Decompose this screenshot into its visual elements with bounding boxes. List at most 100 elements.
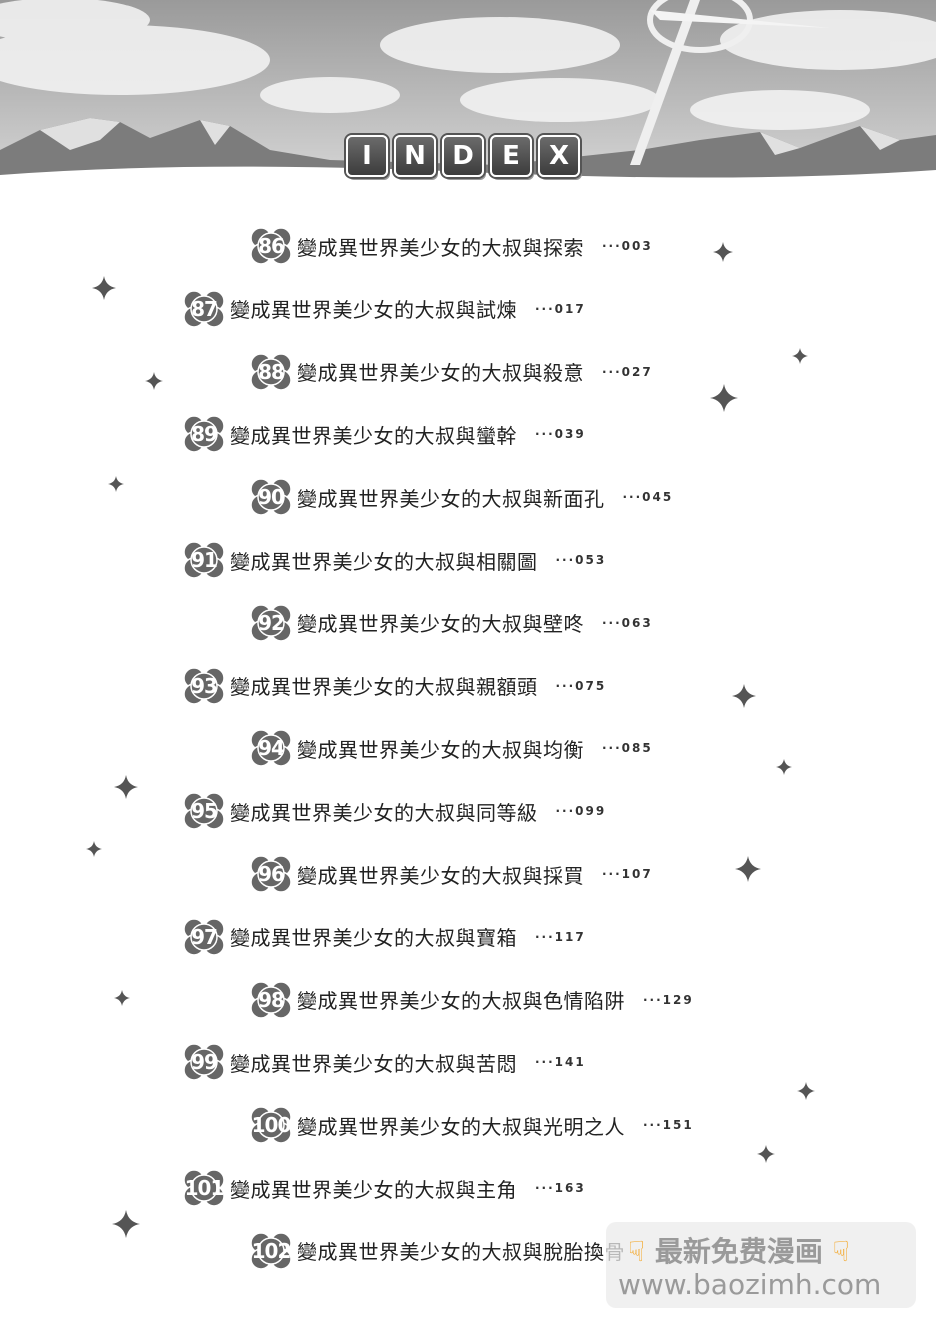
chapter-number: 88	[258, 359, 285, 384]
mountain-sky-banner	[0, 0, 936, 190]
chapter-title: 變成異世界美少女的大叔與親額頭	[230, 675, 538, 700]
chapter-page-number: ···099	[555, 804, 607, 819]
chapter-number-badge: 90	[249, 477, 293, 517]
chapter-number-badge: 92	[249, 603, 293, 643]
sparkle-icon	[145, 372, 163, 390]
watermark-line1: 最新免费漫画	[654, 1235, 823, 1268]
chapter-title: 變成異世界美少女的大叔與均衡	[297, 737, 584, 762]
chapter-number: 95	[191, 799, 218, 824]
chapter-title: 變成異世界美少女的大叔與脫胎換骨	[297, 1240, 625, 1265]
chapter-page-number: ···151	[643, 1118, 694, 1133]
chapter-title: 變成異世界美少女的大叔與蠻幹	[230, 423, 517, 448]
chapter-title: 變成異世界美少女的大叔與探索	[297, 235, 584, 260]
chapter-page-number: ···117	[535, 929, 586, 944]
toc-entry[interactable]: 98 變成異世界美少女的大叔與色情陷阱 ···129	[249, 980, 694, 1020]
chapter-number-badge: 102	[249, 1231, 293, 1271]
toc-entry[interactable]: 87 變成異世界美少女的大叔與試煉 ···017	[182, 289, 586, 329]
chapter-number-badge: 87	[182, 289, 226, 329]
sparkle-icon	[713, 242, 733, 262]
chapter-number: 94	[258, 736, 285, 761]
chapter-page-number: ···163	[535, 1181, 586, 1195]
chapter-title: 變成異世界美少女的大叔與採買	[297, 863, 584, 888]
sparkle-icon	[732, 684, 756, 708]
chapter-title: 變成異世界美少女的大叔與同等級	[230, 800, 538, 825]
chapter-page-number: ···053	[555, 553, 607, 567]
chapter-page-number: ···129	[643, 992, 694, 1007]
sparkle-icon	[114, 775, 138, 799]
chapter-page-number: ···039	[535, 427, 586, 442]
chapter-number-badge: 99	[182, 1042, 226, 1082]
chapter-number-badge: 93	[182, 666, 226, 706]
watermark: ☟ 最新免费漫画 ☟ www.baozimh.com	[606, 1222, 916, 1308]
watermark-line2: www.baozimh.com	[618, 1268, 882, 1301]
toc-entry[interactable]: 96 變成異世界美少女的大叔與採買 ···107	[249, 854, 653, 894]
chapter-number: 97	[191, 924, 218, 949]
toc-entry[interactable]: 99 變成異世界美少女的大叔與苦悶 ···141	[182, 1042, 586, 1082]
chapter-title: 變成異世界美少女的大叔與主角	[230, 1177, 517, 1202]
index-letter: N	[394, 135, 436, 177]
index-heading: I N D E X	[346, 135, 580, 177]
chapter-page-number: ···085	[602, 741, 653, 756]
chapter-number: 99	[191, 1050, 218, 1075]
chapter-number: 100	[251, 1113, 292, 1138]
chapter-title: 變成異世界美少女的大叔與色情陷阱	[297, 989, 625, 1014]
chapter-title: 變成異世界美少女的大叔與苦悶	[230, 1051, 517, 1076]
chapter-number: 92	[258, 610, 285, 635]
chapter-number: 102	[251, 1238, 292, 1263]
toc-entry[interactable]: 95 變成異世界美少女的大叔與同等級 ···099	[182, 791, 606, 831]
chapter-number: 98	[258, 987, 285, 1012]
sparkle-icon	[114, 990, 130, 1006]
chapter-number-badge: 95	[182, 791, 226, 831]
chapter-title: 變成異世界美少女的大叔與寶箱	[230, 926, 517, 951]
chapter-number: 90	[258, 485, 285, 510]
toc-entry[interactable]: 93 變成異世界美少女的大叔與親額頭 ···075	[182, 666, 606, 706]
chapter-number-badge: 100	[249, 1105, 293, 1145]
chapter-title: 變成異世界美少女的大叔與試煉	[230, 298, 517, 323]
chapter-number: 93	[191, 673, 218, 698]
chapter-page-number: ···027	[602, 364, 653, 379]
chapter-number-badge: 98	[249, 980, 293, 1020]
sparkle-icon	[92, 276, 116, 300]
chapter-title: 變成異世界美少女的大叔與相關圖	[230, 549, 538, 574]
chapter-number: 101	[184, 1176, 225, 1200]
sparkle-icon	[776, 759, 792, 775]
pointing-down-hand-icon: ☟	[832, 1235, 850, 1268]
toc-entry[interactable]: 92 變成異世界美少女的大叔與壁咚 ···063	[249, 603, 653, 643]
chapter-title: 變成異世界美少女的大叔與光明之人	[297, 1114, 625, 1139]
chapter-number-badge: 89	[182, 414, 226, 454]
index-letter: E	[490, 135, 532, 177]
index-letter: I	[346, 135, 388, 177]
sparkle-icon	[735, 856, 761, 882]
chapter-page-number: ···045	[622, 490, 674, 505]
chapter-number-badge: 96	[249, 854, 293, 894]
chapter-number-badge: 91	[182, 540, 226, 580]
chapter-page-number: ···141	[535, 1055, 586, 1070]
chapter-number: 91	[191, 548, 218, 572]
chapter-number-badge: 97	[182, 917, 226, 957]
chapter-title: 變成異世界美少女的大叔與新面孔	[297, 486, 605, 511]
toc-entry[interactable]: 90 變成異世界美少女的大叔與新面孔 ···045	[249, 477, 673, 517]
chapter-number: 96	[258, 862, 285, 886]
sparkle-icon	[757, 1145, 775, 1163]
chapter-page-number: ···107	[602, 867, 653, 881]
toc-entry[interactable]: 94 變成異世界美少女的大叔與均衡 ···085	[249, 728, 653, 768]
toc-entry[interactable]: 97 變成異世界美少女的大叔與寶箱 ···117	[182, 917, 586, 957]
chapter-number: 87	[191, 296, 218, 321]
chapter-number-badge: 94	[249, 728, 293, 768]
chapter-title: 變成異世界美少女的大叔與壁咚	[297, 612, 584, 637]
sparkle-icon	[792, 348, 808, 364]
chapter-page-number: ···063	[602, 615, 653, 630]
pointing-down-hand-icon: ☟	[628, 1235, 646, 1268]
chapter-number: 89	[191, 422, 218, 447]
chapter-number-badge: 101	[182, 1168, 226, 1208]
chapter-number: 86	[258, 234, 285, 258]
chapter-page-number: ···075	[555, 678, 607, 693]
toc-entry[interactable]: 89 變成異世界美少女的大叔與蠻幹 ···039	[182, 414, 586, 454]
chapter-page-number: ···017	[535, 301, 586, 316]
toc-entry[interactable]: 91 變成異世界美少女的大叔與相關圖 ···053	[182, 540, 606, 580]
